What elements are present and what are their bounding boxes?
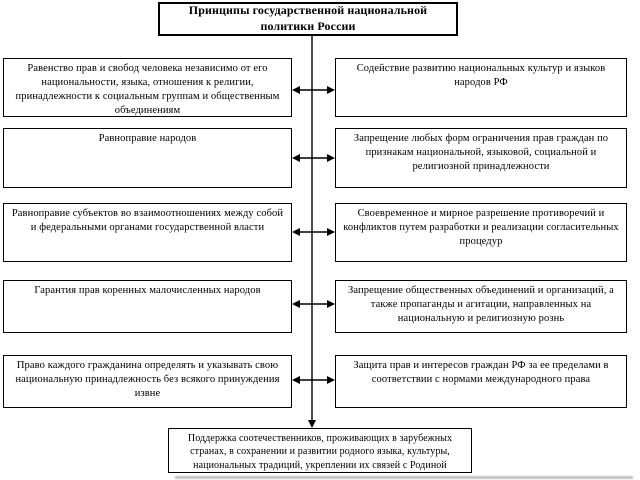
principle-box-left-3: Равноправие субъектов во взаимоотношения… [3,203,292,262]
principle-box-right-3: Своевременное и мирное разрешение против… [335,203,627,262]
right-arrowhead-icon [327,228,335,236]
right-arrowhead-icon [327,300,335,308]
left-arrowhead-icon [292,154,300,162]
down-arrowhead-icon [308,420,316,428]
left-arrowhead-icon [292,376,300,384]
principle-box-right-1: Содействие развитию национальных культур… [335,58,627,117]
right-arrowhead-icon [327,154,335,162]
principle-text: Равноправие народов [98,133,197,144]
principle-text: Равенство прав и свобод человека независ… [15,63,280,116]
principle-box-right-5: Защита прав и интересов граждан РФ за ее… [335,355,627,408]
principle-text: Запрещение общественных объединений и ор… [348,285,614,324]
principle-box-right-4: Запрещение общественных объединений и ор… [335,280,627,333]
principle-box-left-2: Равноправие народов [3,128,292,188]
left-arrowhead-icon [292,228,300,236]
principle-text: Равноправие субъектов во взаимоотношения… [11,208,284,233]
principle-text: Содействие развитию национальных культур… [356,63,606,88]
principle-box-left-5: Право каждого гражданина определять и ук… [3,355,292,408]
footer-text: Поддержка соотечественников, проживающих… [187,433,453,471]
left-arrowhead-icon [292,300,300,308]
principle-box-left-1: Равенство прав и свобод человека независ… [3,58,292,117]
bottom-gray-band [175,476,633,479]
principle-text: Право каждого гражданина определять и ук… [15,360,280,399]
principle-text: Гарантия прав коренных малочисленных нар… [34,285,261,296]
right-arrowhead-icon [327,86,335,94]
principle-box-left-4: Гарантия прав коренных малочисленных нар… [3,280,292,333]
footer-box: Поддержка соотечественников, проживающих… [168,428,472,473]
left-arrowhead-icon [292,86,300,94]
diagram-title: Принципы государственной национальной по… [188,3,428,33]
right-arrowhead-icon [327,376,335,384]
principle-text: Своевременное и мирное разрешение против… [343,208,619,247]
principle-text: Защита прав и интересов граждан РФ за ее… [353,360,609,385]
principle-box-right-2: Запрещение любых форм ограничения прав г… [335,128,627,188]
principle-text: Запрещение любых форм ограничения прав г… [353,133,609,172]
diagram-title-box: Принципы государственной национальной по… [158,2,458,36]
